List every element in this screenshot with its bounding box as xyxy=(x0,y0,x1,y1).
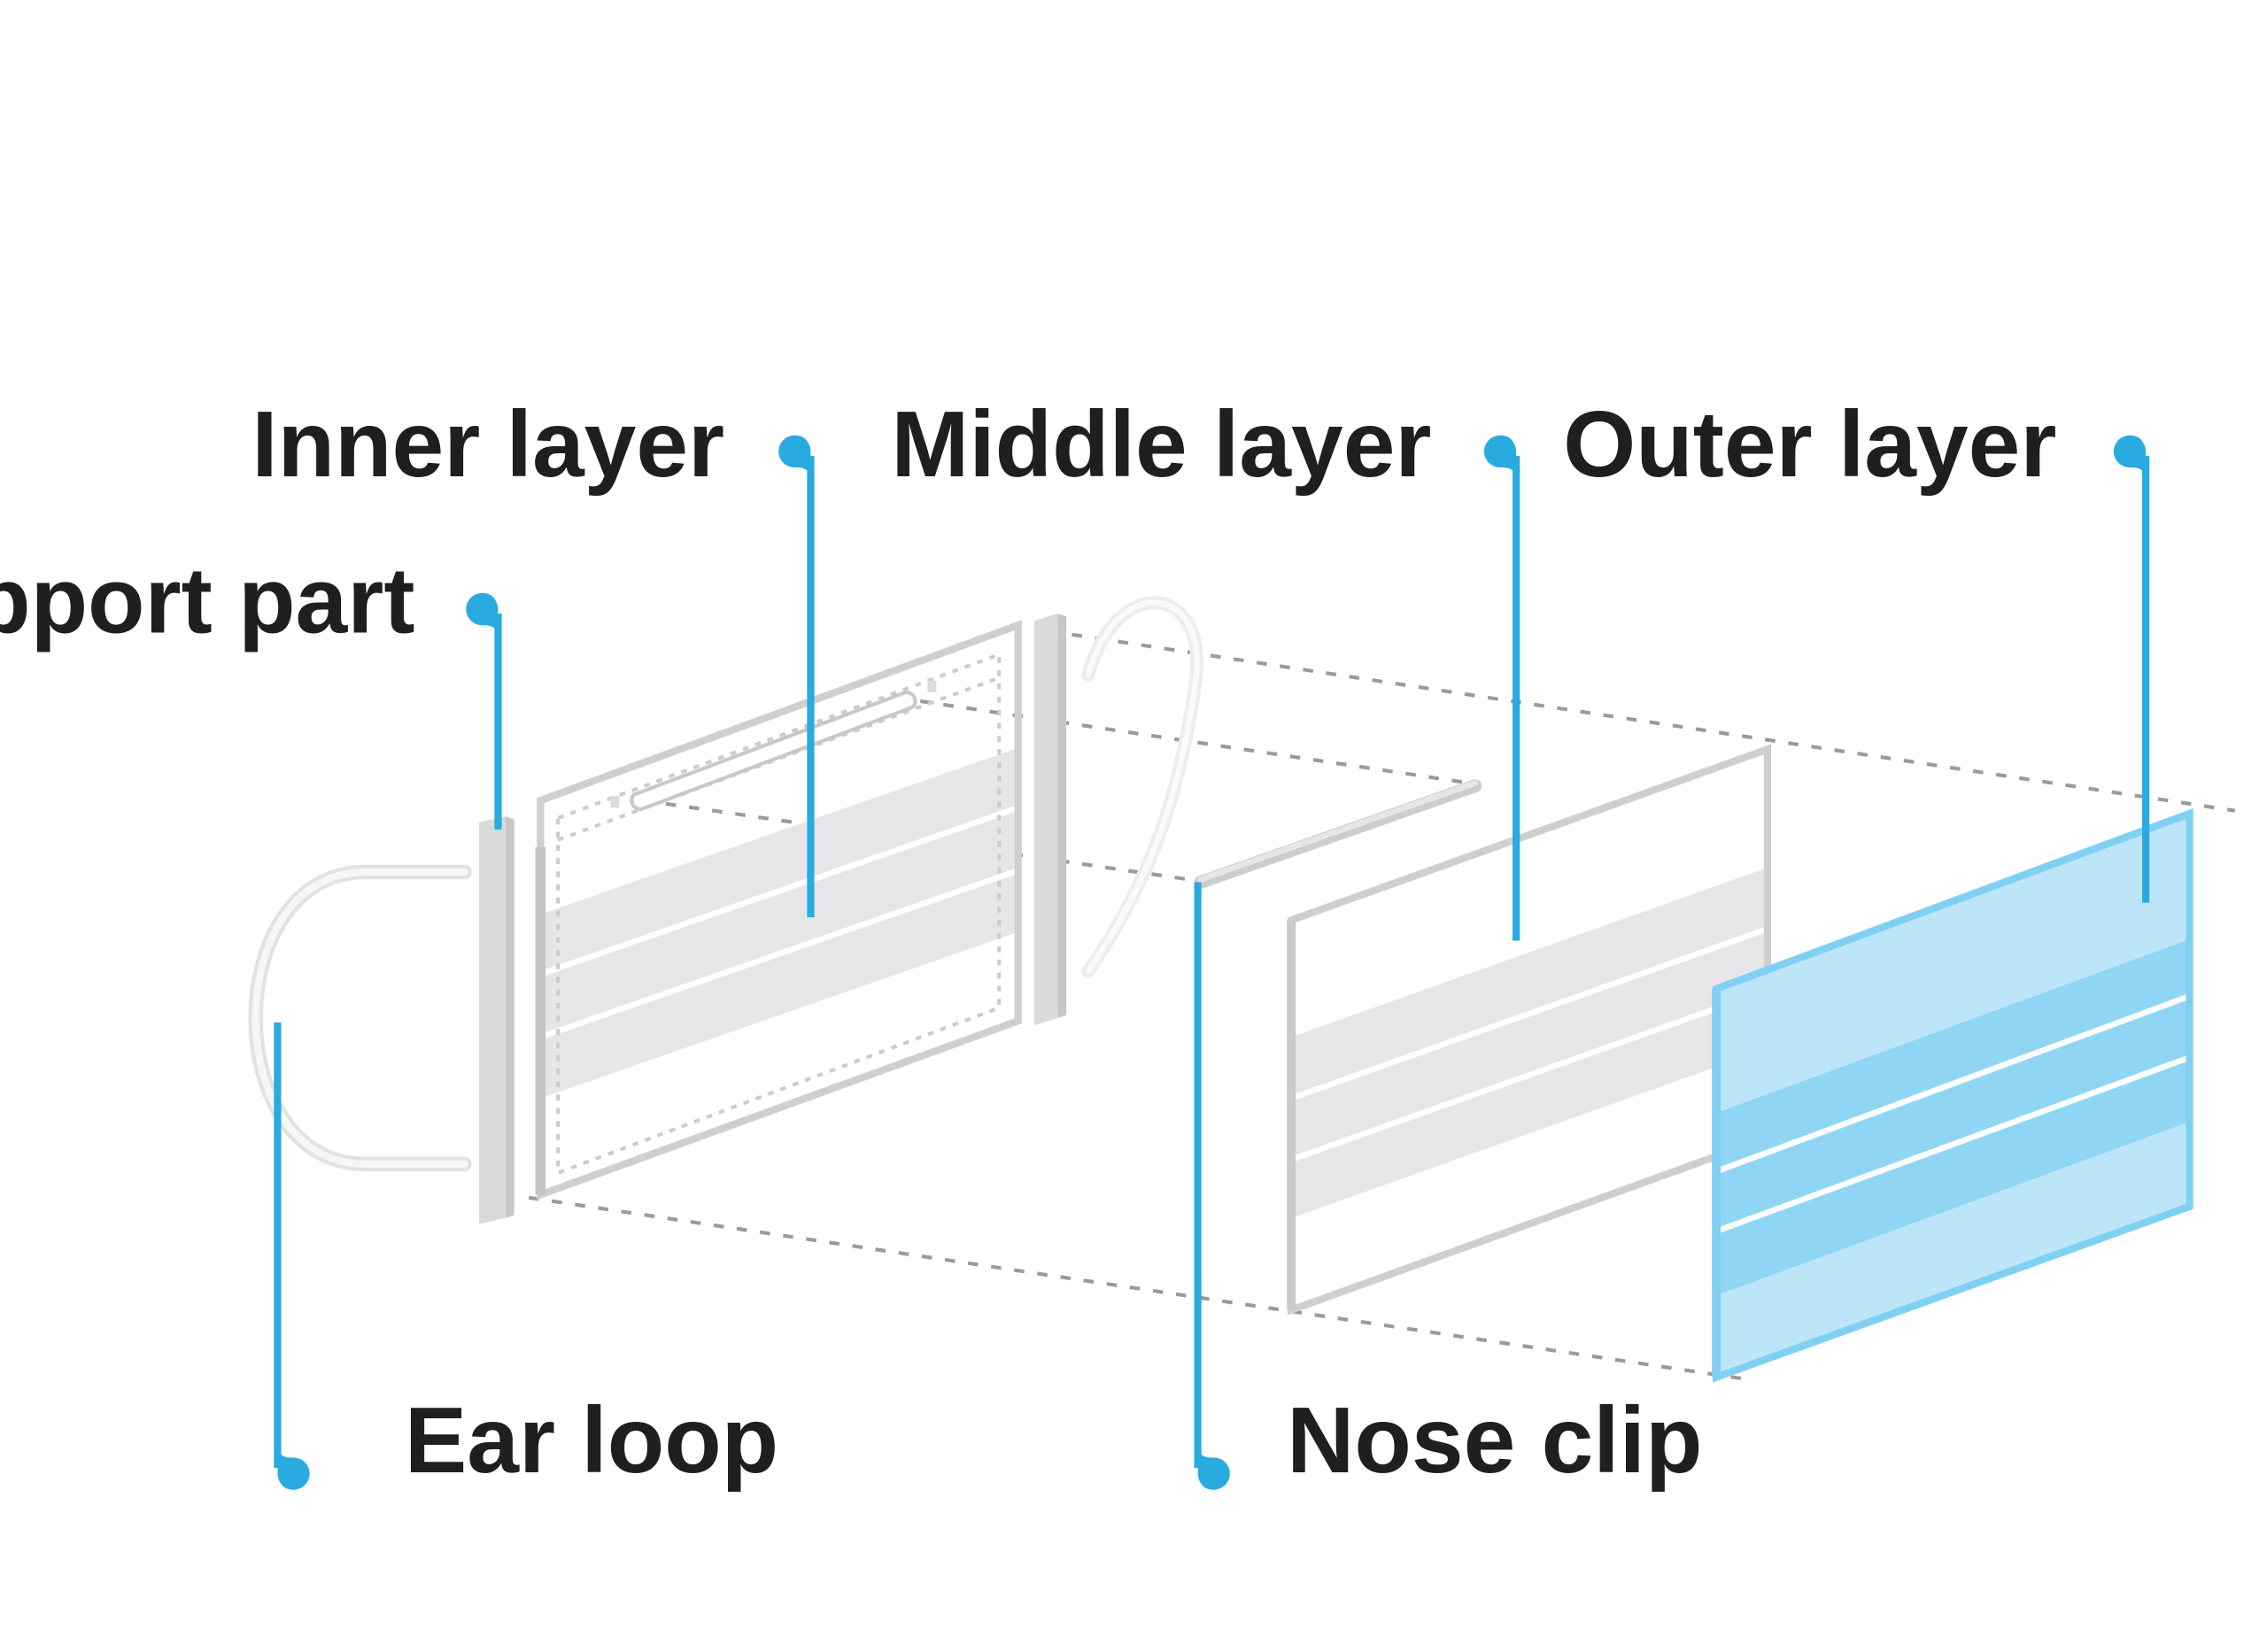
label-nose-clip: Nose clip xyxy=(1287,1388,1702,1493)
pin-nose-clip xyxy=(1197,1448,1230,1490)
label-ear-loop: Ear loop xyxy=(405,1388,778,1493)
ear-loop-right xyxy=(1081,596,1203,978)
inner-layer-panel xyxy=(535,620,1022,1200)
pin-outer-layer xyxy=(2113,435,2147,476)
outer-layer-panel xyxy=(1712,808,2193,1383)
pin-middle-layer xyxy=(1483,435,1517,476)
labels: Inner layer Middle layer Outer layer Sup… xyxy=(0,392,2056,1493)
pin-markers xyxy=(277,435,2147,1490)
pin-support-part xyxy=(466,592,499,635)
label-inner-layer: Inner layer xyxy=(251,392,724,497)
leader-lines xyxy=(274,455,2150,1468)
label-outer-layer: Outer layer xyxy=(1563,392,2056,497)
ear-loop-left xyxy=(248,864,472,1172)
nose-clip xyxy=(1194,779,1482,889)
perspective-guides xyxy=(528,629,2236,1383)
label-support-part: Support part xyxy=(0,548,414,652)
support-part-left xyxy=(479,816,515,1224)
label-middle-layer: Middle layer xyxy=(891,392,1431,497)
middle-layer-panel xyxy=(1287,744,1771,1316)
pin-ear-loop xyxy=(277,1448,310,1490)
support-part-right xyxy=(1033,614,1067,1026)
pin-inner-layer xyxy=(778,435,811,476)
